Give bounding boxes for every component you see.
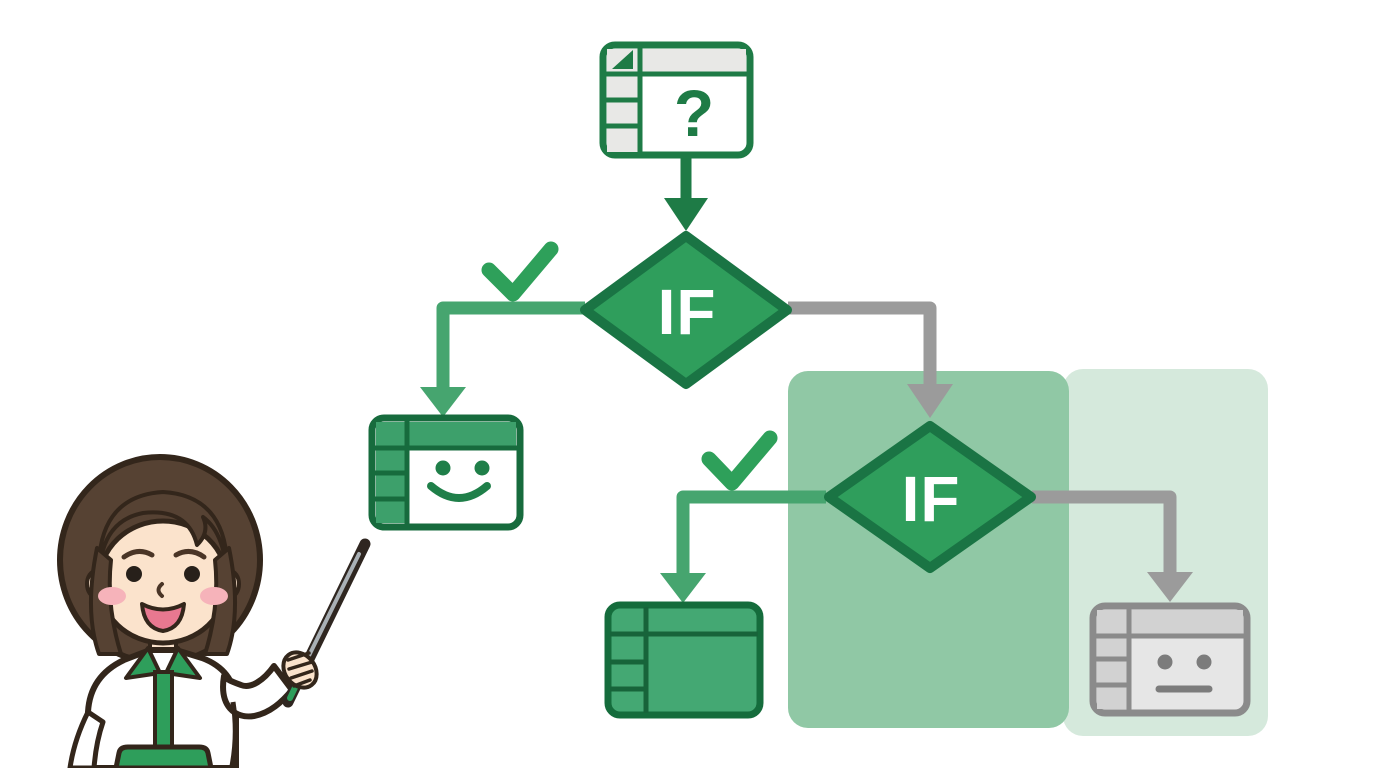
presenter-character — [57, 454, 371, 768]
eye — [435, 460, 451, 476]
arrow-head — [660, 573, 706, 603]
shirt-left-arm — [67, 709, 106, 768]
finger-line — [287, 660, 314, 671]
checkmark-icon — [701, 430, 778, 491]
arrow-head — [420, 387, 466, 417]
smile-mouth — [427, 482, 491, 502]
select-all-triangle — [612, 50, 633, 69]
checkmark-icon — [481, 241, 559, 302]
eyebrow — [121, 549, 155, 560]
if2-true-branch — [660, 490, 826, 603]
eye — [1196, 654, 1212, 670]
smiley-face — [427, 460, 491, 502]
arrow-head — [1147, 572, 1193, 602]
sheet-grid-lines — [1095, 608, 1245, 711]
branch-line — [676, 490, 826, 575]
collar-wing — [164, 646, 202, 680]
eye — [184, 566, 200, 582]
if1-true-branch — [420, 301, 585, 417]
skirt — [113, 744, 214, 768]
eyebrow — [173, 549, 207, 560]
diamond-shape — [824, 421, 1036, 573]
if2-diamond: IF — [824, 421, 1036, 573]
diamond-shape — [580, 231, 792, 389]
branch-line — [788, 301, 937, 386]
arrow-head — [664, 198, 708, 231]
sheet-grid-lines — [374, 420, 518, 525]
finger-line — [286, 651, 311, 662]
sheet-grid-lines — [610, 607, 758, 713]
if1-label: IF — [658, 276, 717, 348]
arm-seam-line — [229, 701, 238, 767]
branch-line — [436, 301, 585, 392]
sheet-grid-lines — [605, 47, 748, 153]
blush — [200, 587, 228, 605]
eye — [126, 566, 142, 582]
finger-line — [292, 678, 312, 688]
eye — [1157, 654, 1173, 670]
result-green-spreadsheet-icon — [604, 601, 764, 719]
arrow-head — [907, 384, 953, 418]
arrow-start-to-if1 — [664, 152, 708, 231]
open-smile-mouth — [140, 602, 186, 633]
if1-false-branch — [788, 301, 953, 418]
result-neutral-spreadsheet-icon — [1089, 602, 1251, 717]
finger-lines — [286, 651, 314, 688]
if2-false-branch — [1032, 490, 1193, 602]
if2-label: IF — [902, 463, 961, 535]
if1-diamond: IF — [580, 231, 792, 389]
eye — [474, 460, 490, 476]
result-smiley-spreadsheet-icon — [368, 414, 524, 531]
branch-line — [1032, 490, 1177, 574]
question-glyph: ? — [674, 76, 714, 150]
nose — [156, 582, 164, 598]
blush — [98, 587, 126, 605]
hair-bangs — [96, 490, 230, 584]
start-spreadsheet-question-icon: ? — [599, 41, 754, 159]
finger-line — [289, 669, 314, 680]
collar-wing — [124, 646, 162, 680]
neutral-face — [1155, 654, 1213, 693]
shirt-placket — [153, 670, 174, 752]
